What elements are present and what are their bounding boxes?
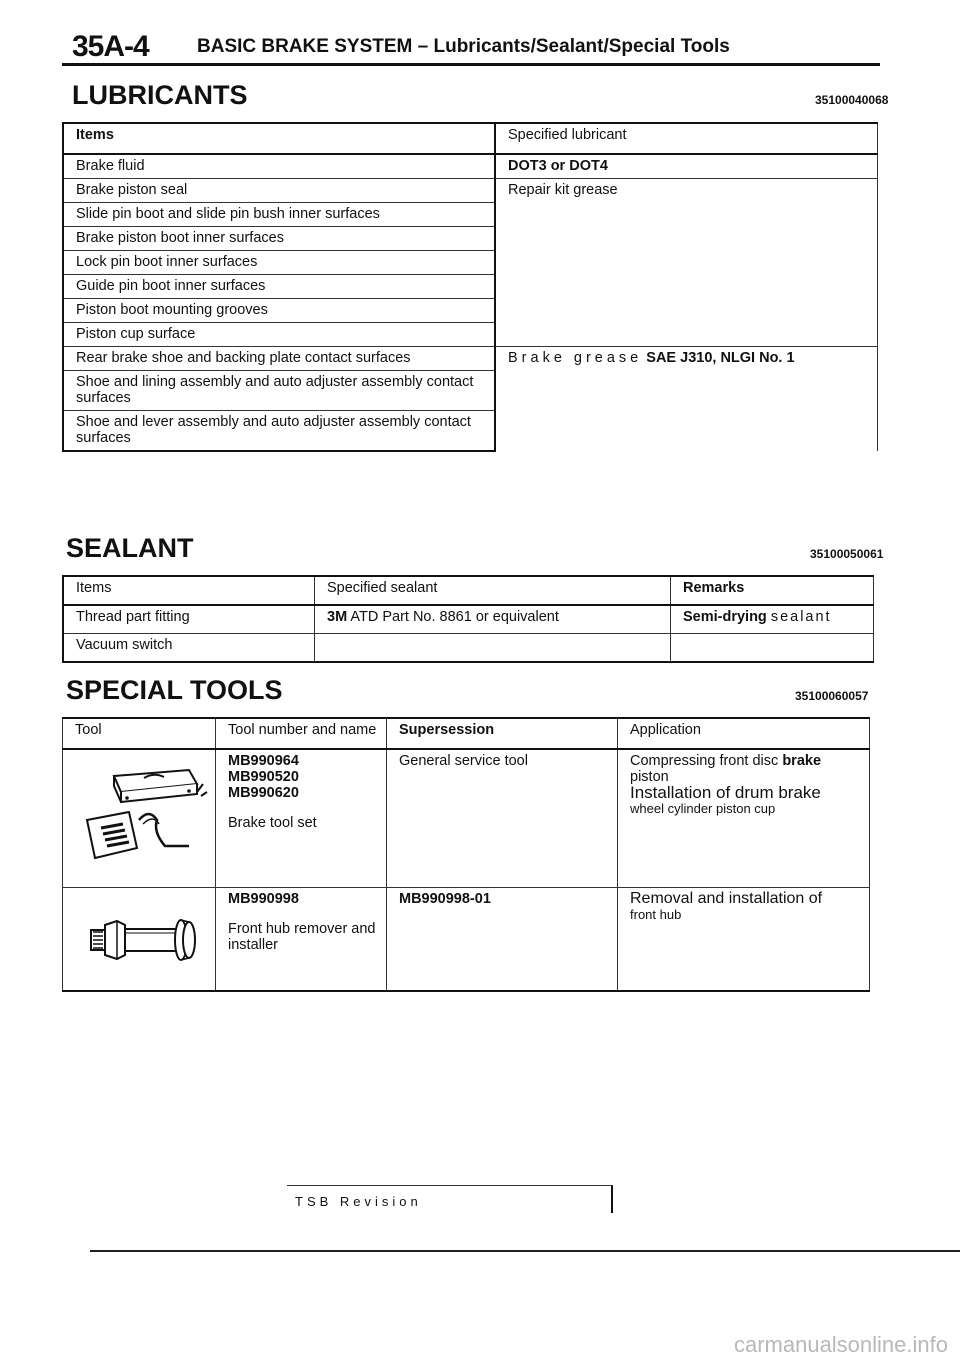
header-sealant: Specified sealant bbox=[314, 575, 671, 606]
item-cell: Piston boot mounting grooves bbox=[62, 298, 496, 323]
item-cell: Brake piston boot inner surfaces bbox=[62, 226, 496, 251]
lubricant-prefix: Brake grease bbox=[508, 350, 643, 366]
tool-number-cell: MB990964 MB990520 MB990620 Brake tool se… bbox=[215, 749, 387, 888]
header-supersession: Supersession bbox=[386, 717, 618, 750]
item-cell: Guide pin boot inner surfaces bbox=[62, 274, 496, 299]
tool-number: MB990998 bbox=[228, 891, 299, 907]
table-row: Rear brake shoe and backing plate contac… bbox=[62, 346, 878, 371]
table-row: Lock pin boot inner surfaces bbox=[62, 250, 878, 275]
table-header-row: Items Specified sealant Remarks bbox=[62, 575, 874, 606]
remarks-bold: Semi-drying bbox=[683, 609, 767, 625]
sealant-title: SEALANT bbox=[66, 533, 194, 563]
table-row: MB990998 Front hub remover and installer… bbox=[62, 887, 870, 992]
item-cell: Piston cup surface bbox=[62, 322, 496, 347]
supersession-cell: General service tool bbox=[386, 749, 618, 888]
footer-rule bbox=[90, 1250, 960, 1252]
tool-number-cell: MB990998 Front hub remover and installer bbox=[215, 887, 387, 992]
table-row: Brake piston seal Repair kit grease bbox=[62, 178, 878, 203]
sealant-table: Items Specified sealant Remarks Thread p… bbox=[62, 575, 874, 663]
item-cell: Vacuum switch bbox=[62, 633, 315, 663]
application-cell: Removal and installation of front hub bbox=[617, 887, 870, 992]
header-items: Items bbox=[62, 575, 315, 606]
table-row: Slide pin boot and slide pin bush inner … bbox=[62, 202, 878, 227]
header-remarks: Remarks bbox=[670, 575, 874, 606]
table-row: Thread part fitting 3M ATD Part No. 8861… bbox=[62, 605, 874, 634]
lubricants-title: LUBRICANTS bbox=[72, 80, 248, 110]
tool-image-cell bbox=[62, 749, 216, 888]
header-tool: Tool bbox=[62, 717, 216, 750]
sealant-cell: 3M ATD Part No. 8861 or equivalent bbox=[314, 605, 671, 634]
remarks-value: sealant bbox=[770, 609, 832, 625]
application-text: Installation of drum brake bbox=[630, 783, 821, 802]
table-header-row: Items Specified lubricant bbox=[62, 122, 878, 155]
tool-image-cell bbox=[62, 887, 216, 992]
tool-number: MB990520 bbox=[228, 769, 299, 785]
table-row: Brake fluid DOT3 or DOT4 bbox=[62, 154, 878, 179]
item-cell: Brake piston seal bbox=[62, 178, 496, 203]
brake-tool-set-icon bbox=[85, 768, 208, 859]
sealant-brand: 3M bbox=[327, 609, 348, 625]
tool-number: MB990620 bbox=[228, 785, 299, 801]
lubricants-table: Items Specified lubricant Brake fluid DO… bbox=[62, 122, 878, 452]
tool-name: Front hub remover and installer bbox=[228, 921, 376, 953]
item-cell: Thread part fitting bbox=[62, 605, 315, 634]
lubricant-value: DOT3 or DOT4 bbox=[508, 158, 608, 174]
item-cell: Rear brake shoe and backing plate contac… bbox=[62, 346, 496, 371]
header-lubricant: Specified lubricant bbox=[495, 122, 878, 155]
item-cell: Shoe and lining assembly and auto adjust… bbox=[62, 370, 496, 411]
table-row: Brake piston boot inner surfaces bbox=[62, 226, 878, 251]
special-tools-code: 35100060057 bbox=[795, 689, 869, 703]
application-text: Compressing front disc bbox=[630, 753, 783, 769]
page-title: BASIC BRAKE SYSTEM – Lubricants/Sealant/… bbox=[197, 36, 730, 57]
supersession-cell: MB990998-01 bbox=[386, 887, 618, 992]
table-header-row: Tool Tool number and name Supersession A… bbox=[62, 717, 870, 750]
application-text: brake bbox=[782, 753, 822, 769]
table-row: Piston cup surface bbox=[62, 322, 878, 347]
special-tools-title: SPECIAL TOOLS bbox=[66, 675, 283, 705]
application-text: front hub bbox=[630, 907, 682, 922]
item-cell: Brake fluid bbox=[62, 154, 496, 179]
application-text: Removal and installation of bbox=[630, 890, 823, 907]
table-row: Piston boot mounting grooves bbox=[62, 298, 878, 323]
application-cell: Compressing front disc brake piston Inst… bbox=[617, 749, 870, 888]
lubricant-cell: DOT3 or DOT4 bbox=[495, 154, 878, 179]
remarks-cell: Semi-drying sealant bbox=[670, 605, 874, 634]
table-row: MB990964 MB990520 MB990620 Brake tool se… bbox=[62, 749, 870, 888]
lubricant-cell: Brake grease SAE J310, NLGI No. 1 bbox=[495, 346, 878, 371]
item-cell: Slide pin boot and slide pin bush inner … bbox=[62, 202, 496, 227]
tool-name: Brake tool set bbox=[228, 815, 317, 831]
lubricants-code: 35100040068 bbox=[815, 93, 889, 107]
tool-number: MB990964 bbox=[228, 753, 299, 769]
table-row: Vacuum switch bbox=[62, 633, 874, 663]
header-items: Items bbox=[62, 122, 496, 155]
tsb-revision-box: TSB Revision bbox=[287, 1185, 613, 1213]
hub-remover-icon bbox=[90, 919, 196, 961]
header-rule bbox=[62, 63, 880, 66]
special-tools-table: Tool Tool number and name Supersession A… bbox=[62, 717, 870, 992]
table-row: Shoe and lining assembly and auto adjust… bbox=[62, 370, 878, 411]
header-application: Application bbox=[617, 717, 870, 750]
site-watermark: carmanualsonline.info bbox=[733, 1332, 948, 1357]
lubricant-spec: SAE J310, NLGI No. 1 bbox=[646, 350, 795, 366]
lubricant-cell: Repair kit grease bbox=[495, 178, 878, 203]
section-code: 35A-4 bbox=[72, 30, 150, 63]
sealant-code: 35100050061 bbox=[810, 547, 884, 561]
item-cell: Shoe and lever assembly and auto adjuste… bbox=[62, 410, 496, 452]
item-cell: Lock pin boot inner surfaces bbox=[62, 250, 496, 275]
header-number: Tool number and name bbox=[215, 717, 387, 750]
sealant-value: ATD Part No. 8861 or equivalent bbox=[350, 609, 559, 625]
table-row: Guide pin boot inner surfaces bbox=[62, 274, 878, 299]
table-row: Shoe and lever assembly and auto adjuste… bbox=[62, 410, 878, 452]
application-text: wheel cylinder piston cup bbox=[630, 801, 776, 816]
application-text: piston bbox=[630, 769, 669, 785]
